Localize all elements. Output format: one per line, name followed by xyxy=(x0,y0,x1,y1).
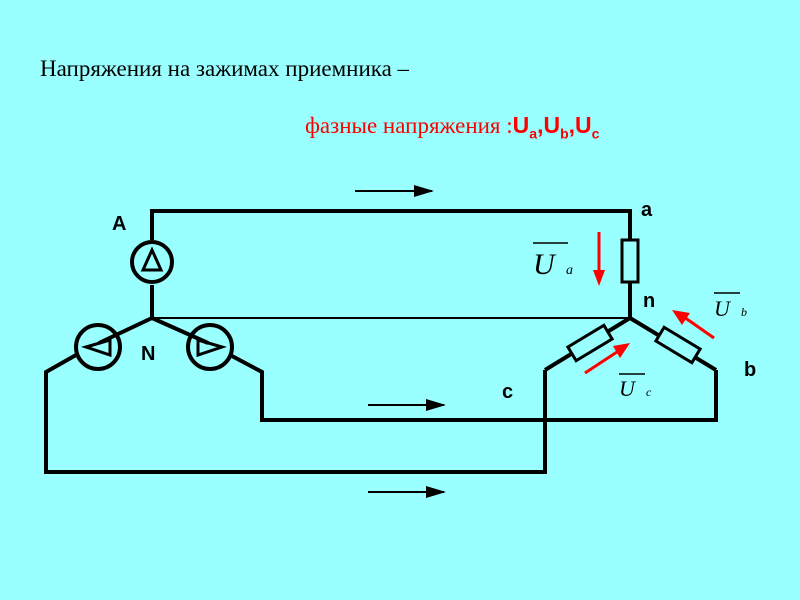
load-resistor-b xyxy=(653,325,703,365)
subtitle-ub: U xyxy=(543,112,561,138)
label-ua: U a xyxy=(533,242,573,281)
wire-phase-left xyxy=(44,353,547,474)
node-label-a: a xyxy=(641,199,653,221)
source-b-circle xyxy=(74,323,122,371)
subtitle-ua-sub: a xyxy=(529,125,538,142)
subtitle-ub-sub: b xyxy=(560,125,569,142)
voltage-arrow-b-icon xyxy=(683,315,715,340)
label-ua-sub: a xyxy=(566,263,573,278)
source-a-circle xyxy=(130,240,174,284)
label-ub-u: U xyxy=(714,296,732,321)
page-title: Напряжения на зажимах приемника – xyxy=(40,56,410,81)
subtitle-sep-1: , xyxy=(537,112,544,138)
subtitle-uc: U xyxy=(575,112,592,138)
wire-phase-a xyxy=(150,209,632,240)
wire-phase-right xyxy=(231,354,718,422)
wire-source-b-branch xyxy=(98,316,153,345)
node-label-c: c xyxy=(502,381,513,403)
node-label-n: n xyxy=(643,290,655,312)
node-label-N: N xyxy=(141,343,155,365)
node-label-A: A xyxy=(112,213,126,235)
load-resistor-a xyxy=(620,238,640,284)
load-resistor-c xyxy=(565,323,615,363)
subtitle-prefix: фазные напряжения : xyxy=(305,113,513,138)
subtitle-sep-2: , xyxy=(568,112,576,138)
page-subtitle: фазные напряжения :Ua,Ub,Uc xyxy=(305,112,599,142)
subtitle-uc-sub: c xyxy=(591,125,600,142)
voltage-arrow-c-icon xyxy=(584,348,621,375)
label-uc-sub: c xyxy=(646,385,652,399)
label-ub: U b xyxy=(714,292,747,321)
source-a-triangle-icon xyxy=(140,246,164,272)
label-ua-u: U xyxy=(533,248,557,281)
source-c-circle xyxy=(186,323,234,371)
source-b-triangle-icon xyxy=(80,338,112,358)
label-uc-u: U xyxy=(619,376,637,401)
source-c-triangle-icon xyxy=(196,338,228,358)
subtitle-ua: U xyxy=(512,112,530,138)
node-label-b: b xyxy=(744,359,756,381)
label-uc: U c xyxy=(619,373,652,401)
label-ub-sub: b xyxy=(741,305,747,319)
